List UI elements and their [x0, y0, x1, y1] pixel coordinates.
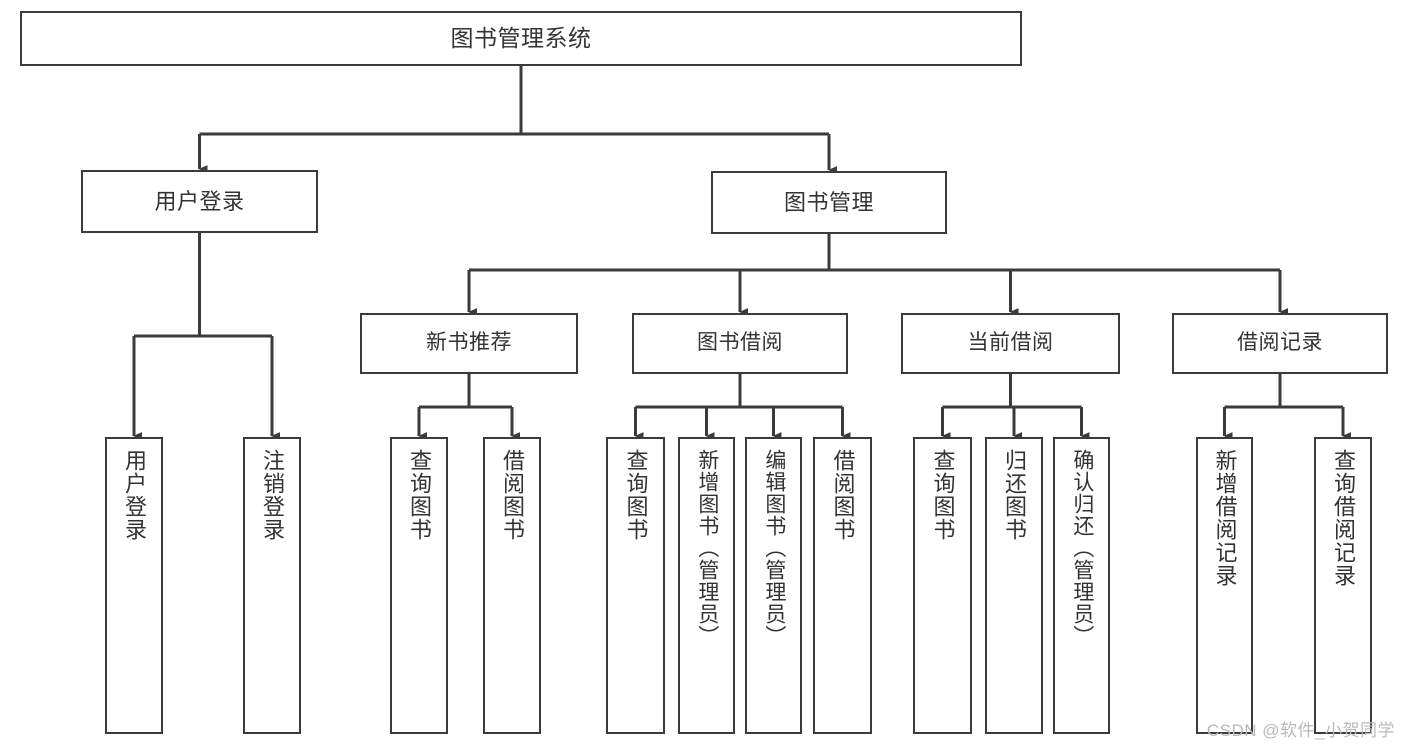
node-leaf-user-login: 用户登录: [105, 437, 163, 734]
node-label: 用户登录: [154, 188, 245, 214]
node-label: 图书管理: [783, 189, 874, 215]
node-label: 当前借阅: [967, 331, 1054, 355]
node-leaf-new-query: 查询图书: [390, 437, 448, 734]
node-root: 图书管理系统: [20, 11, 1022, 66]
node-leaf-borrow-add: 新增图书（管理员）: [678, 437, 735, 734]
node-leaf-current-return: 归还图书: [985, 437, 1043, 734]
node-label: 归还图书: [1001, 449, 1027, 541]
node-label: 图书管理系统: [450, 25, 592, 52]
node-leaf-current-confirm: 确认归还（管理员）: [1053, 437, 1110, 734]
node-leaf-record-add: 新增借阅记录: [1196, 437, 1253, 734]
node-leaf-borrow-edit: 编辑图书（管理员）: [745, 437, 802, 734]
node-label: 借阅图书: [830, 449, 856, 541]
node-label: 图书借阅: [697, 331, 783, 355]
node-label: 编辑图书（管理员）: [762, 449, 786, 647]
node-label: 查询借阅记录: [1330, 449, 1356, 587]
node-label: 查询图书: [930, 449, 956, 541]
node-leaf-borrow-query: 查询图书: [606, 437, 665, 734]
node-leaf-new-borrow: 借阅图书: [483, 437, 541, 734]
node-newbook: 新书推荐: [360, 313, 578, 374]
node-label: 确认归还（管理员）: [1070, 449, 1094, 647]
node-leaf-borrow-lend: 借阅图书: [813, 437, 872, 734]
node-bookmgmt: 图书管理: [711, 171, 947, 234]
node-label: 注销登录: [259, 449, 285, 541]
node-label: 借阅记录: [1237, 331, 1323, 355]
node-leaf-record-query: 查询借阅记录: [1314, 437, 1372, 734]
node-current: 当前借阅: [901, 313, 1120, 374]
node-leaf-user-logout: 注销登录: [243, 437, 301, 734]
node-label: 查询图书: [406, 449, 432, 541]
node-label: 用户登录: [121, 449, 147, 541]
node-label: 借阅图书: [499, 449, 525, 541]
node-records: 借阅记录: [1172, 313, 1388, 374]
node-label: 新增借阅记录: [1212, 449, 1238, 587]
node-borrow: 图书借阅: [632, 313, 848, 374]
watermark: CSDN @软件_小贺同学: [1206, 721, 1395, 740]
node-label: 新书推荐: [426, 331, 512, 355]
node-login: 用户登录: [81, 170, 318, 233]
node-label: 新增图书（管理员）: [695, 449, 719, 647]
node-leaf-current-query: 查询图书: [913, 437, 972, 734]
node-label: 查询图书: [623, 449, 649, 541]
